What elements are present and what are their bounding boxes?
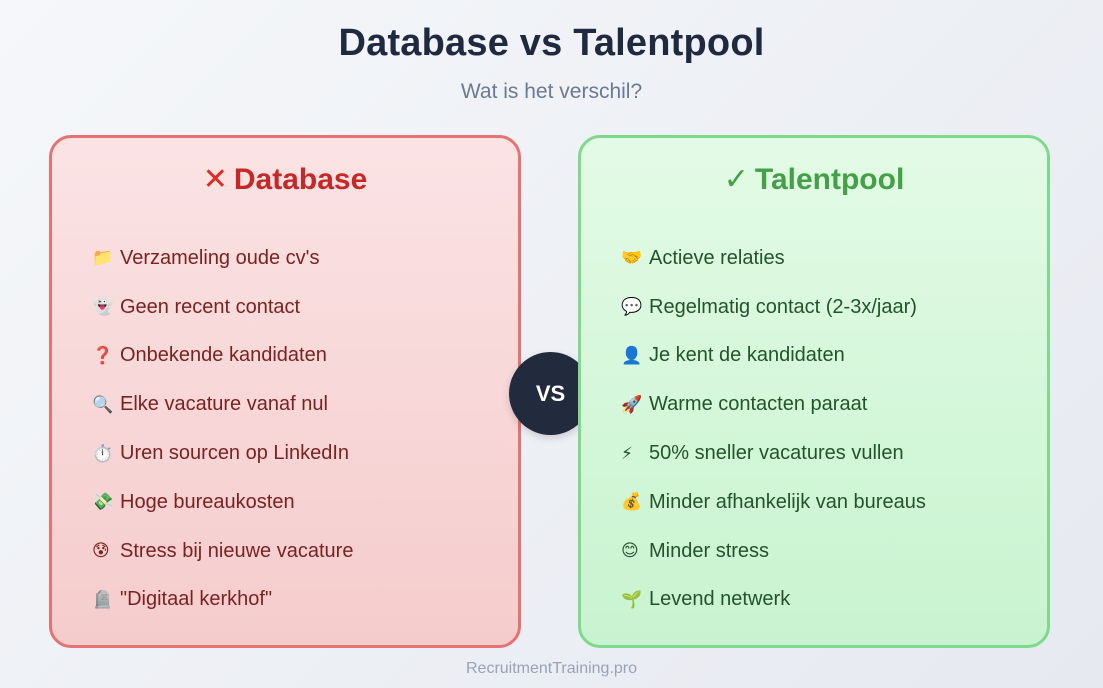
lightning-icon: ⚡ (621, 443, 633, 463)
handshake-icon: 🤝 (621, 248, 643, 268)
money-wings-icon: 💸 (92, 492, 114, 512)
folder-icon: 📁 (92, 248, 114, 268)
list-item: 🤝Actieve relaties (621, 246, 785, 269)
list-item: ❓Onbekende kandidaten (92, 344, 327, 367)
person-icon: 👤 (621, 345, 643, 365)
money-bag-icon: 💰 (621, 492, 643, 512)
footer-brand: RecruitmentTraining.pro (465, 660, 638, 677)
database-card-title: ✕Database (52, 162, 518, 197)
list-item: 🚀Warme contacten paraat (621, 393, 868, 416)
list-item: 👤Je kent de kandidaten (621, 344, 845, 367)
list-item: 📁Verzameling oude cv's (92, 246, 320, 269)
smile-icon: 😊 (621, 541, 639, 561)
ghost-icon: 👻 (92, 297, 114, 317)
list-item: 🔍Elke vacature vanaf nul (92, 393, 328, 416)
list-item: 😰Stress bij nieuwe vacature (92, 539, 354, 562)
list-item: 🌱Levend netwerk (621, 588, 791, 611)
list-item: 💬Regelmatig contact (2-3x/jaar) (621, 295, 917, 318)
list-item: 🪦"Digitaal kerkhof" (92, 588, 273, 611)
list-item: 💸Hoge bureaukosten (92, 490, 295, 513)
cross-icon: ✕ (202, 163, 228, 196)
list-item: 💰Minder afhankelijk van bureaus (621, 490, 926, 513)
talentpool-title-label: Talentpool (754, 163, 905, 196)
list-item: ⏱️Uren sourcen op LinkedIn (92, 442, 350, 465)
list-item: ⚡50% sneller vacatures vullen (621, 442, 904, 465)
rocket-icon: 🚀 (621, 394, 643, 414)
checkmark-icon: ✓ (723, 163, 749, 196)
question-icon: ❓ (92, 345, 114, 365)
talentpool-list: 🤝Actieve relaties 💬Regelmatig contact (2… (621, 234, 926, 624)
database-card: ✕Database 📁Verzameling oude cv's 👻Geen r… (49, 135, 521, 648)
seedling-icon: 🌱 (621, 589, 643, 609)
magnifier-icon: 🔍 (92, 394, 114, 414)
headstone-icon: 🪦 (92, 589, 114, 609)
page-title: Database vs Talentpool (338, 22, 765, 64)
talentpool-card: ✓Talentpool 🤝Actieve relaties 💬Regelmati… (578, 135, 1050, 648)
stopwatch-icon: ⏱️ (92, 443, 114, 463)
speech-bubble-icon: 💬 (621, 297, 643, 317)
database-list: 📁Verzameling oude cv's 👻Geen recent cont… (92, 234, 353, 624)
list-item: 👻Geen recent contact (92, 295, 301, 318)
list-item: 😊Minder stress (621, 539, 770, 562)
talentpool-card-title: ✓Talentpool (581, 162, 1047, 197)
anxious-face-icon: 😰 (92, 541, 110, 561)
page-subtitle: Wat is het verschil? (460, 80, 643, 103)
database-title-label: Database (233, 163, 368, 196)
